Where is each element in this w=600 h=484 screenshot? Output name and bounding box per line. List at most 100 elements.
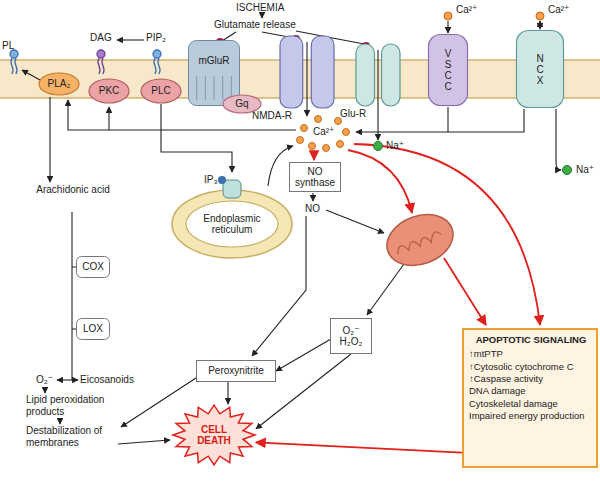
label-text: DAG [90, 32, 112, 44]
box-outline [290, 163, 341, 192]
node-label: CELL DEATH [190, 424, 238, 447]
calcium-ion [297, 137, 304, 144]
label-text: Ca²⁺ [313, 126, 334, 138]
arrow [444, 258, 486, 325]
black-arrows [22, 14, 561, 444]
calcium-ion [337, 141, 344, 148]
node-label: Endoplasmic reticulum [192, 213, 272, 236]
er-lumen [186, 201, 278, 247]
er-membrane [172, 190, 292, 258]
label-text: Glutamate release [214, 19, 296, 31]
process-box: Peroxynitrite [196, 360, 276, 382]
channel-subunit [311, 36, 334, 108]
arrow [118, 440, 170, 444]
lipid-head [97, 50, 105, 58]
text-area: APOPTOTIC SIGNALING↑mtPTP↑Cytosolic cyto… [469, 334, 593, 462]
arrow [306, 42, 307, 116]
lipid-tail [154, 58, 160, 74]
cristae [395, 230, 443, 254]
text-area: Endoplasmic reticulum [192, 208, 272, 240]
channel-subunit [356, 44, 374, 106]
oval-outline [39, 73, 79, 95]
calcium-ion [301, 125, 308, 132]
text-area: mGluR [188, 46, 240, 76]
node-label: COX [82, 261, 104, 273]
box-outline [463, 329, 597, 467]
enzyme-box: LOX [76, 318, 110, 340]
sodium-ion [563, 166, 572, 175]
ip3-receptor [223, 180, 241, 198]
arrow [354, 144, 540, 325]
lipid-symbols [10, 50, 161, 74]
node-label: mGluR [198, 55, 229, 67]
line [447, 107, 448, 132]
signaling-box: APOPTOTIC SIGNALING↑mtPTP↑Cytosolic cyto… [462, 328, 598, 468]
red-arrows [314, 144, 540, 325]
arrow [348, 150, 412, 213]
channel-outline [429, 35, 468, 106]
line [71, 212, 72, 380]
line [72, 267, 76, 329]
channel-outline [517, 31, 564, 108]
text-area: PLA₂ [41, 74, 77, 94]
node-label: LOX [83, 323, 103, 335]
label-text: Arachidonic acid [34, 184, 112, 196]
arrow [356, 109, 524, 132]
text-area: Gq [225, 96, 259, 112]
label-text: O₂⁻ [36, 374, 53, 386]
calcium-ion [536, 12, 544, 20]
label-text: Eicosanoids [80, 374, 134, 386]
node-label: PKC [99, 85, 120, 97]
arrow [367, 264, 404, 315]
calcium-ion [323, 145, 330, 152]
text-area: NMDA-R [252, 110, 312, 122]
node-text: ↑mtPTP [469, 348, 503, 360]
text-area: PKC [91, 80, 127, 102]
node-text: Cytoskeletal damage [469, 398, 558, 410]
arrow [108, 107, 109, 130]
text-area: Peroxynitrite [199, 362, 273, 380]
cell-death-burst: CELL DEATH [172, 404, 256, 466]
node-label: PLC [151, 85, 170, 97]
burst-outline [173, 405, 255, 465]
connector-arrow [256, 442, 462, 452]
helix-line [205, 76, 206, 100]
text-area: PLC [143, 80, 179, 102]
connector-arrow [161, 104, 232, 172]
text-area: VSCC [431, 36, 465, 104]
helix-line [214, 76, 215, 100]
channel-subunit [382, 44, 400, 106]
text-area: NO synthase [292, 164, 338, 190]
label-text: Ca²⁺ [456, 4, 477, 16]
arrow [121, 378, 196, 427]
arrow [556, 109, 561, 170]
node-label: Gq [235, 98, 248, 110]
calcium-ion [309, 143, 316, 150]
calcium-ions [297, 12, 545, 152]
mitochondrion [380, 206, 460, 274]
calcium-channel: VSCC [428, 34, 468, 106]
node-text: DNA damage [469, 385, 526, 397]
label-text: IP₃ [204, 174, 218, 186]
oval-outline [223, 95, 261, 113]
endoplasmic-reticulum: Endoplasmic reticulum [170, 172, 294, 260]
channel-subunit [280, 36, 303, 108]
oval-outline [141, 79, 181, 103]
nmda-receptor: NMDA-R [252, 36, 336, 122]
arrow [57, 379, 72, 380]
enzyme-oval: PLC [140, 78, 182, 104]
node-text: ↑Cytosolic cytochrome C [469, 361, 574, 373]
enzyme-box: COX [76, 256, 110, 278]
lipid-head [10, 50, 18, 58]
node-label: NO synthase [292, 166, 338, 189]
chan2-shape [252, 36, 336, 122]
box-outline [331, 319, 372, 354]
arrow [447, 21, 448, 33]
enzyme-oval: PKC [88, 78, 130, 104]
arrow [72, 379, 78, 380]
calcium-ion [315, 116, 322, 123]
node-label: Glu-R [340, 108, 366, 120]
ip3-molecule [218, 176, 226, 184]
label-text: PL [2, 40, 14, 52]
arrow [22, 70, 40, 80]
